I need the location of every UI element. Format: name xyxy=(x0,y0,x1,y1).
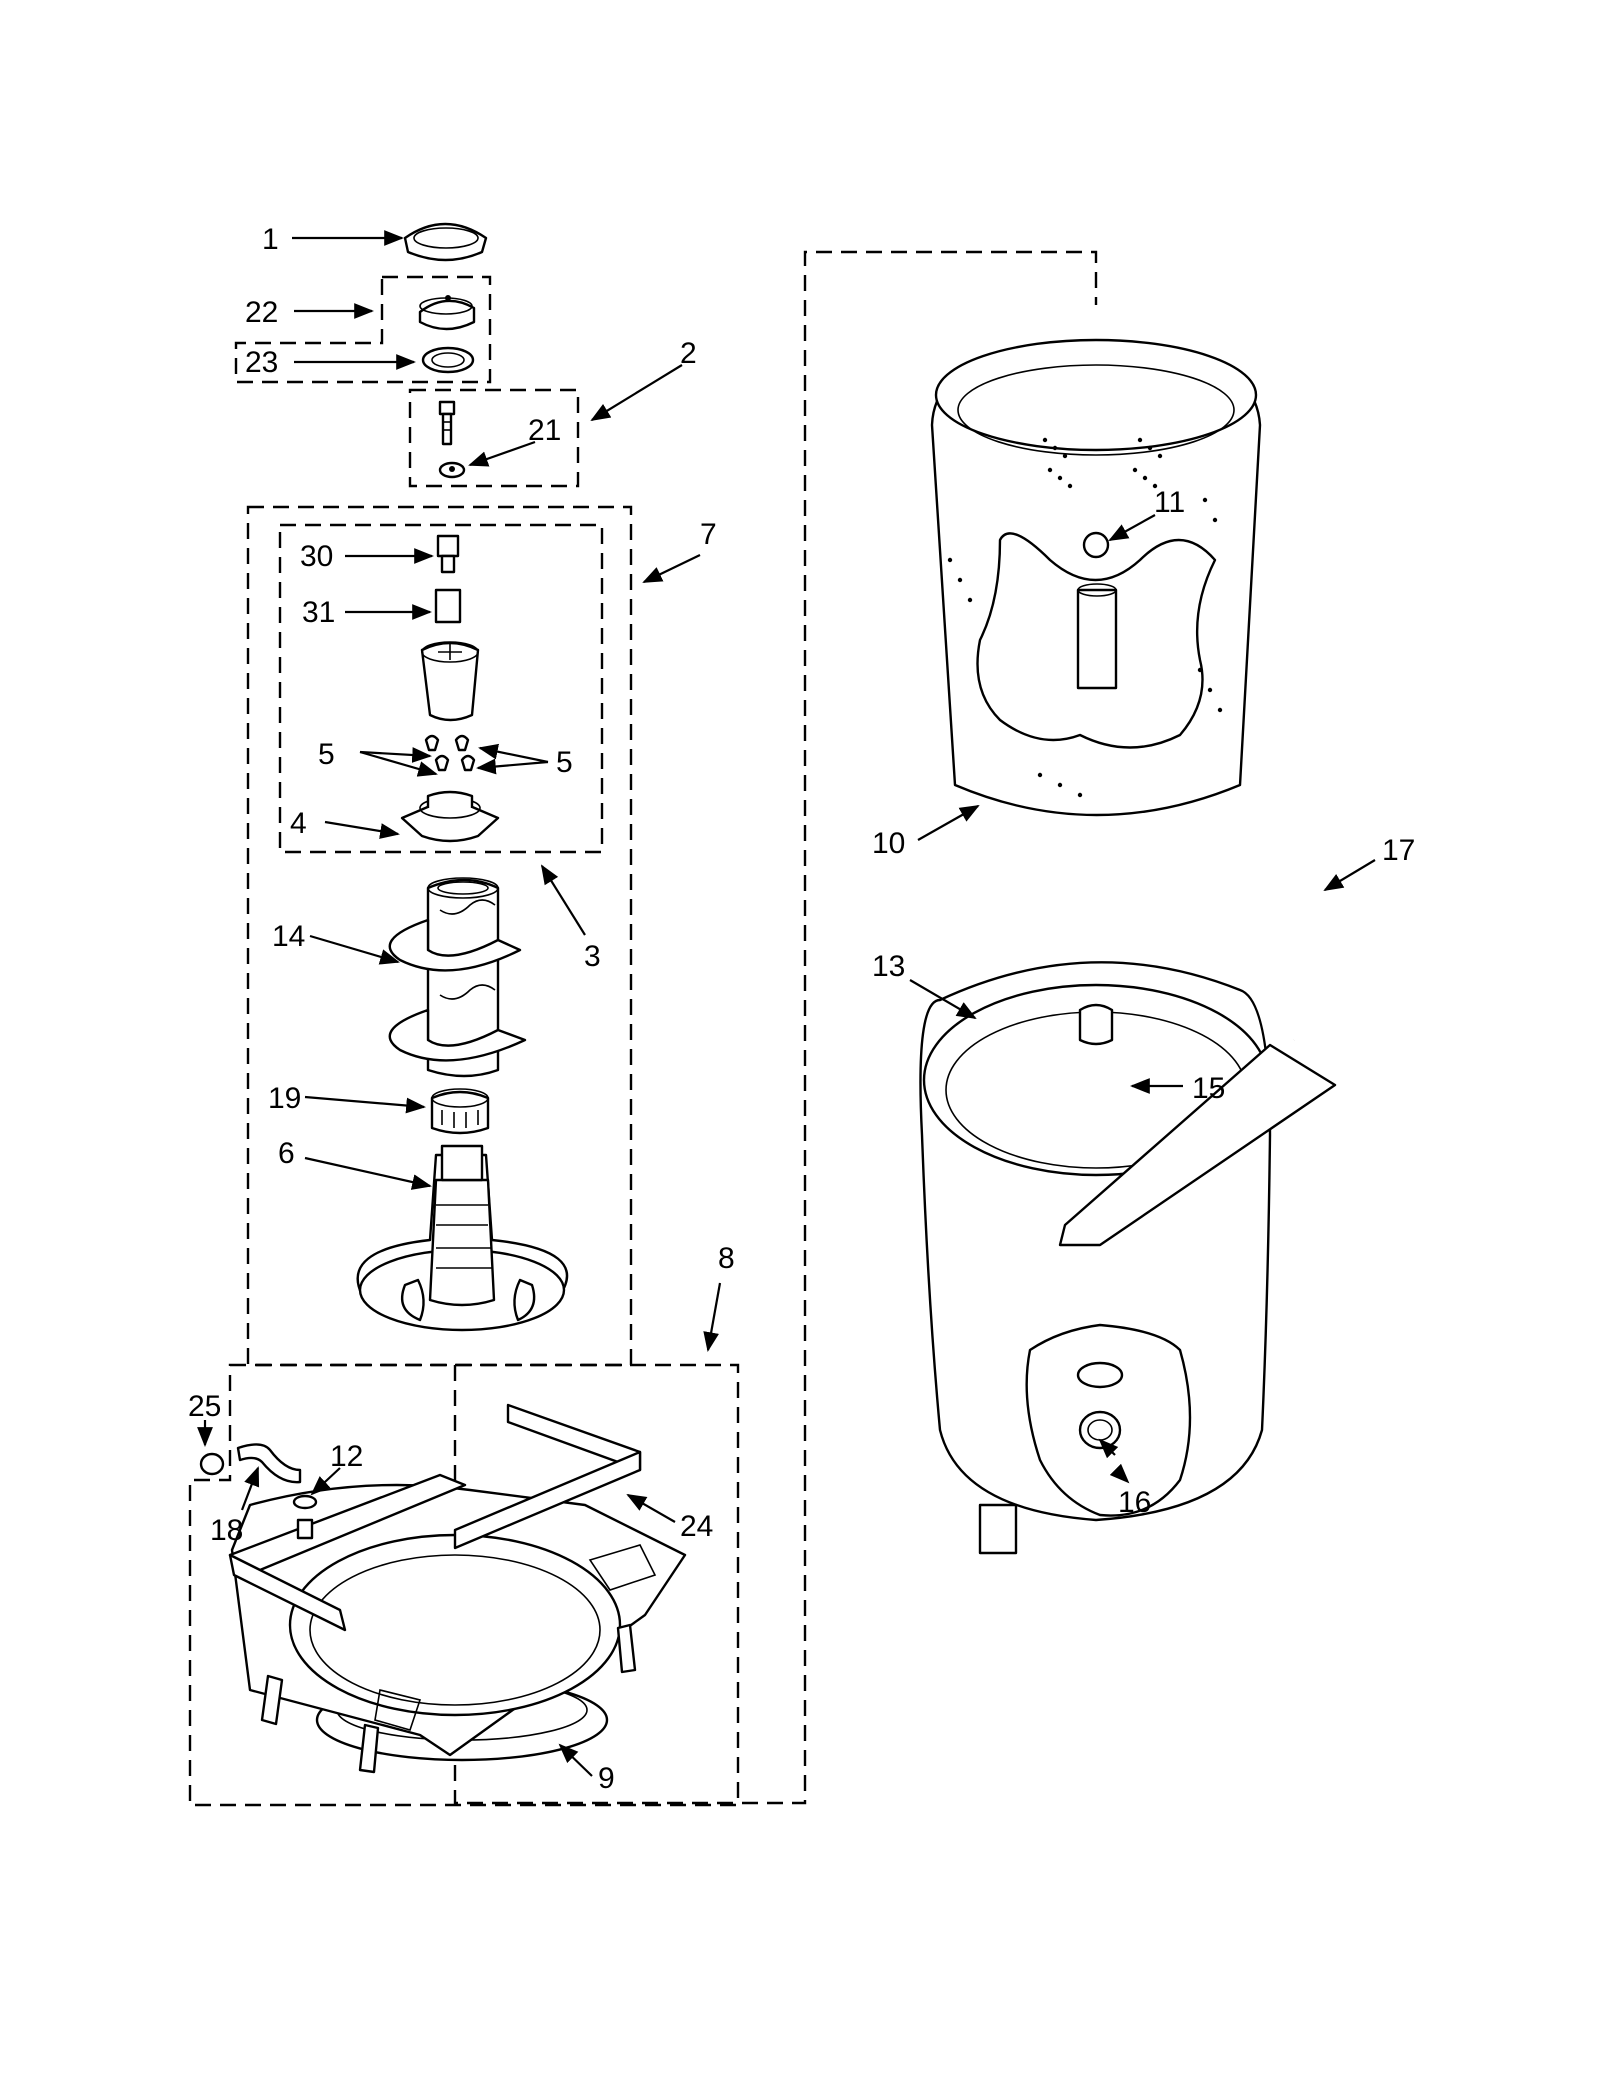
callout-13: 13 xyxy=(872,950,905,983)
callout-17: 17 xyxy=(1382,834,1415,867)
part-19-bearing xyxy=(430,1088,490,1135)
part-23-seal-ring xyxy=(421,346,475,374)
callout-31: 31 xyxy=(302,596,335,629)
callout-6: 6 xyxy=(278,1137,295,1170)
box-2 xyxy=(408,388,580,488)
callout-21: 21 xyxy=(528,414,561,447)
part-18-hose-elbow xyxy=(236,1443,302,1484)
callout-labels: 1 22 23 2 21 30 31 5 5 4 7 3 14 19 6 8 2… xyxy=(188,223,1415,1795)
part-31-spring xyxy=(434,588,462,624)
part-13-outer-tub xyxy=(919,961,1337,1555)
part-21-washer xyxy=(438,461,466,479)
box-8 xyxy=(188,1363,740,1807)
part-6-agitator-base xyxy=(356,1144,569,1332)
callout-7: 7 xyxy=(700,518,717,551)
callout-4: 4 xyxy=(290,807,307,840)
leader-lines xyxy=(197,230,1376,1777)
callout-9: 9 xyxy=(598,1762,615,1795)
callout-14: 14 xyxy=(272,920,305,953)
callout-23: 23 xyxy=(245,346,278,379)
part-4-ratchet xyxy=(400,790,500,843)
part-30-cap xyxy=(436,534,460,574)
callout-22: 22 xyxy=(245,296,278,329)
callout-5-right: 5 xyxy=(556,746,573,779)
callout-11: 11 xyxy=(1154,486,1185,519)
callout-18: 18 xyxy=(210,1514,243,1547)
part-14-auger xyxy=(388,877,527,1078)
agitator-cap xyxy=(403,222,488,262)
part-22-cam xyxy=(418,295,476,331)
callout-2: 2 xyxy=(680,337,697,370)
callout-24: 24 xyxy=(680,1510,713,1543)
callout-16: 16 xyxy=(1118,1486,1151,1519)
part-2-bolt xyxy=(438,400,456,446)
callout-30: 30 xyxy=(300,540,333,573)
callout-10: 10 xyxy=(872,827,905,860)
callout-19: 19 xyxy=(268,1082,301,1115)
callout-25: 25 xyxy=(188,1390,221,1423)
callout-3: 3 xyxy=(584,940,601,973)
part-8-tub-ring xyxy=(230,1483,687,1774)
callout-12: 12 xyxy=(330,1440,363,1473)
box-3 xyxy=(278,523,604,854)
part-25-clamp xyxy=(199,1452,225,1476)
callout-1: 1 xyxy=(262,223,279,256)
callout-8: 8 xyxy=(718,1242,735,1275)
callout-5-left: 5 xyxy=(318,738,335,771)
part-10-basket xyxy=(930,338,1262,817)
part-24-brace xyxy=(228,1403,642,1632)
part-5-dogs xyxy=(424,734,476,772)
part-12-clamp xyxy=(292,1494,318,1540)
part-17-hose xyxy=(1292,744,1324,1041)
box-22-23 xyxy=(234,275,492,384)
basket-perforations xyxy=(947,437,1223,798)
callout-15: 15 xyxy=(1192,1072,1225,1105)
agitator-cam-cup xyxy=(420,641,480,722)
